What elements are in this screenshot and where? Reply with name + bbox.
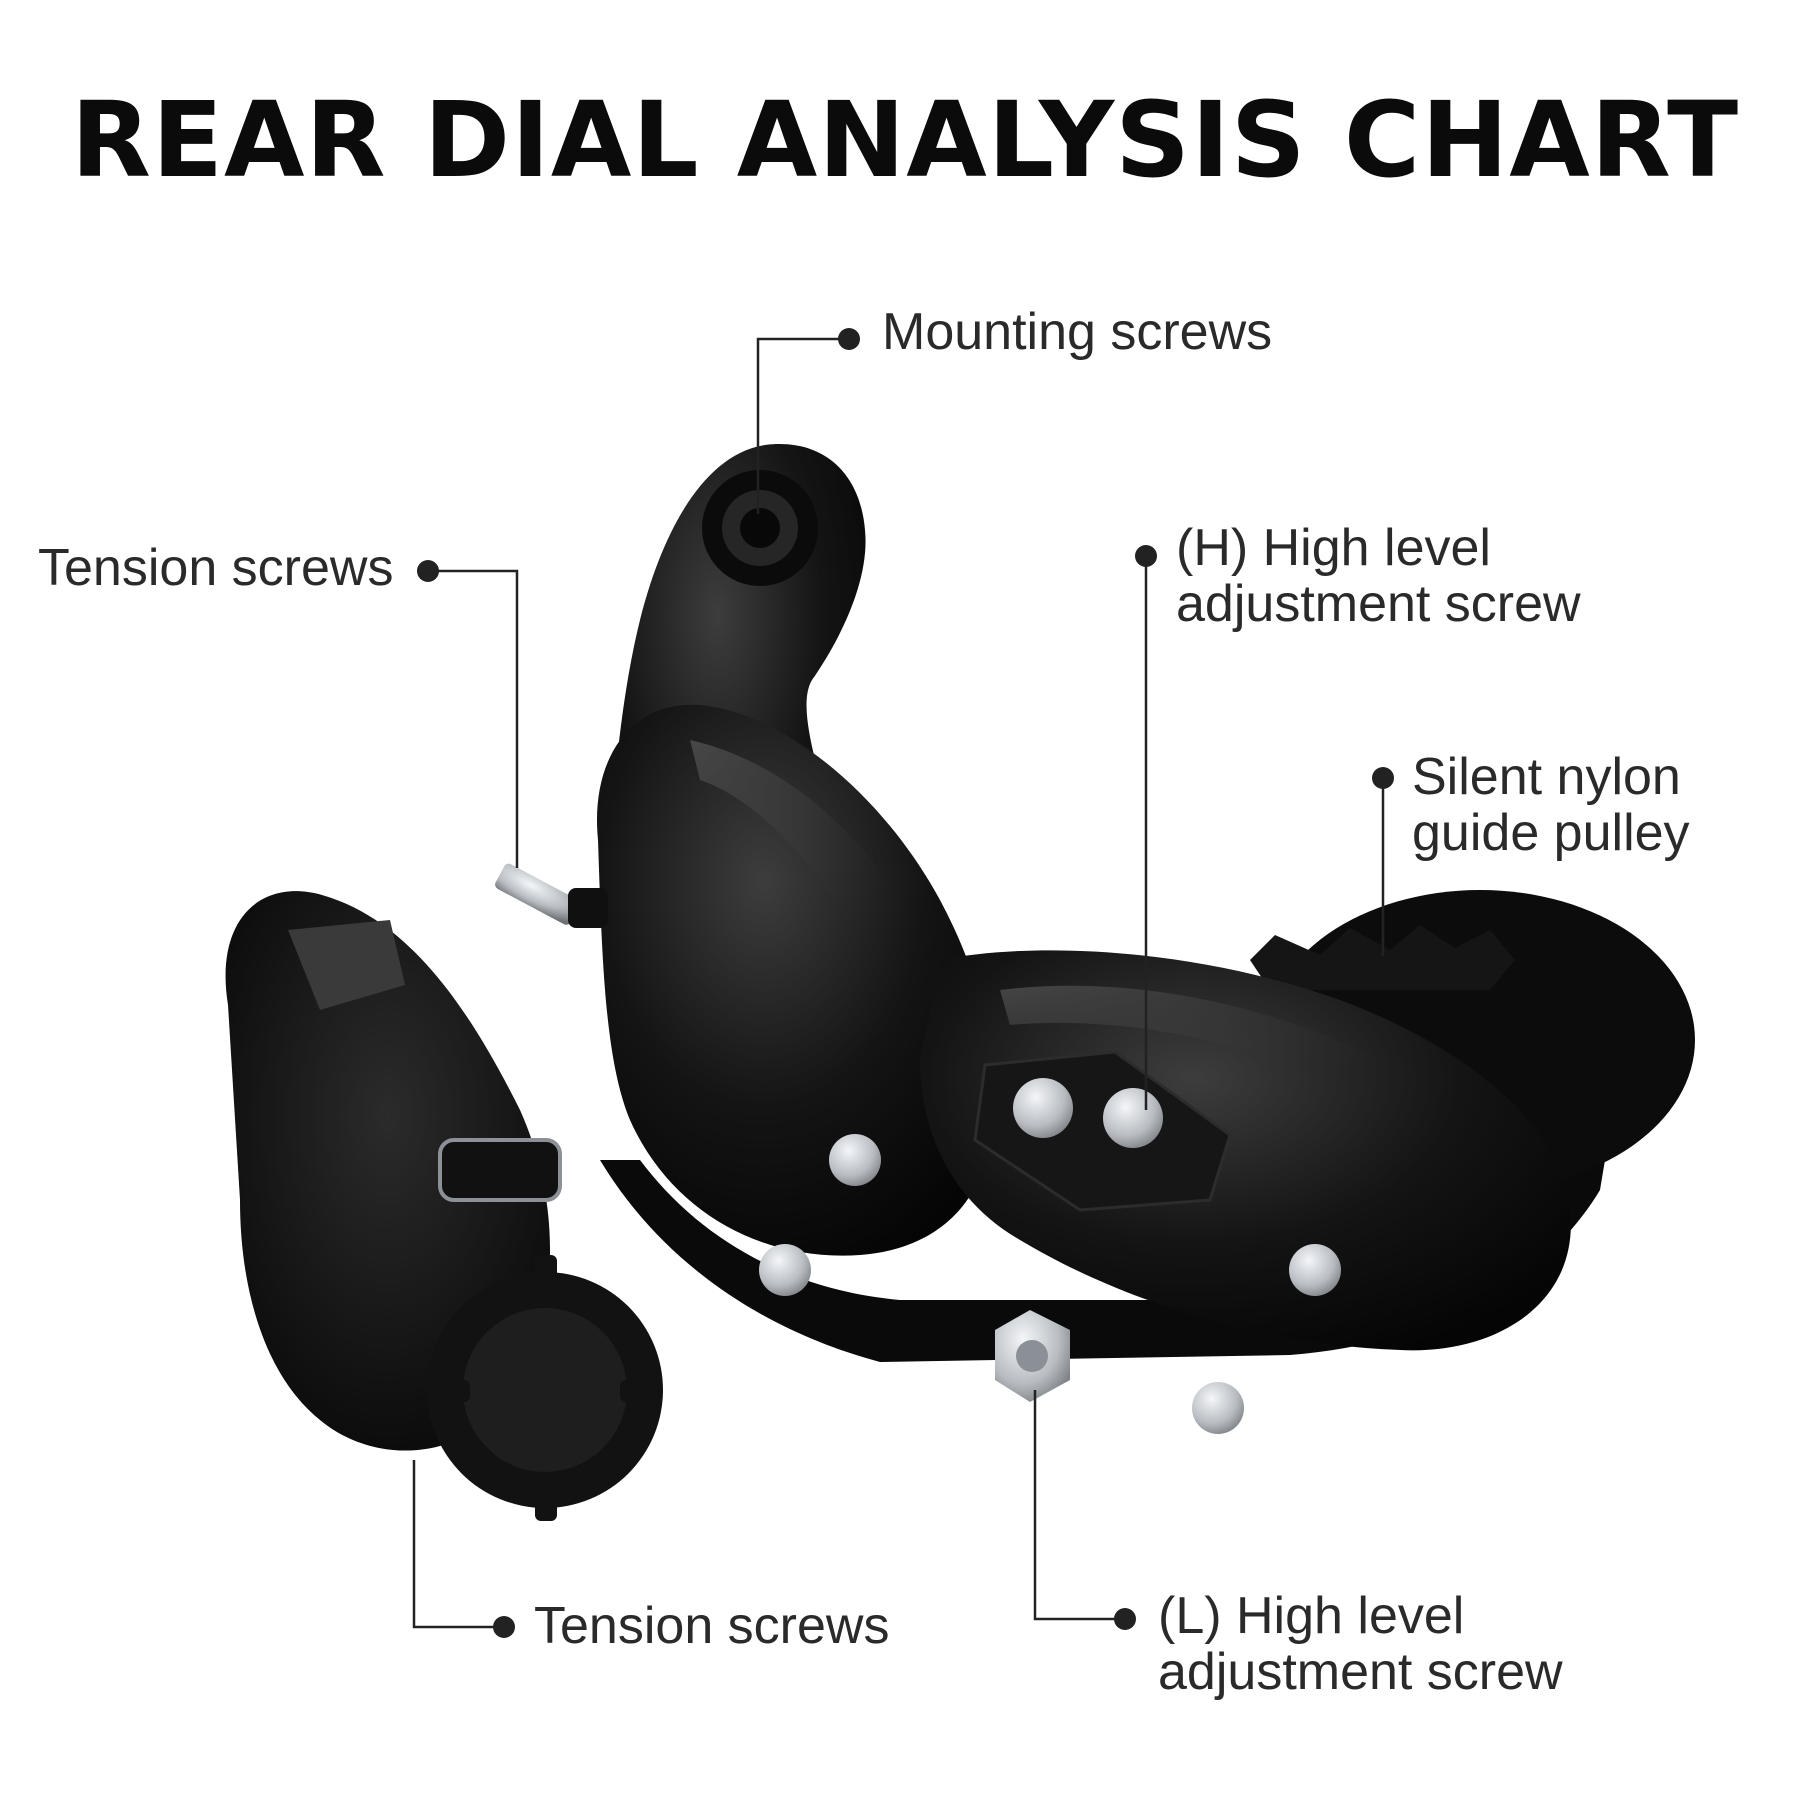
callout-tension-screws-bottom: Tension screws — [534, 1597, 890, 1655]
parallelogram-arm — [920, 950, 1571, 1351]
body-highlight — [690, 740, 905, 940]
callout-tension-screws-top: Tension screws — [38, 539, 394, 597]
dot-tension-top — [417, 560, 439, 582]
leader-lines — [412, 337, 1385, 1629]
bottom-pulley — [427, 1255, 663, 1521]
limit-screw-l — [1013, 1078, 1073, 1138]
dot-mounting — [838, 328, 860, 350]
cage-window — [288, 920, 405, 1010]
dot-nylon — [1372, 767, 1394, 789]
callout-nylon-guide-pulley: Silent nylon guide pulley — [1412, 748, 1690, 862]
limit-screw-h — [1103, 1088, 1163, 1148]
cable-clamp-bolt — [995, 1310, 1070, 1402]
tension-screw-upper — [495, 863, 608, 928]
main-body — [596, 704, 993, 1256]
body-screws — [759, 1134, 1341, 1434]
leader-dots — [417, 328, 1394, 1638]
dot-l-screw — [1114, 1608, 1136, 1630]
axle-bolt — [438, 1138, 562, 1202]
callout-h-adjustment-screw: (H) High level adjustment screw — [1176, 519, 1581, 633]
dot-h-screw — [1135, 545, 1157, 567]
callout-mounting-screws: Mounting screws — [882, 303, 1273, 361]
page-title: REAR DIAL ANALYSIS CHART — [70, 79, 1740, 201]
dot-tension-bottom — [493, 1616, 515, 1638]
callout-l-adjustment-screw: (L) High level adjustment screw — [1158, 1587, 1563, 1701]
